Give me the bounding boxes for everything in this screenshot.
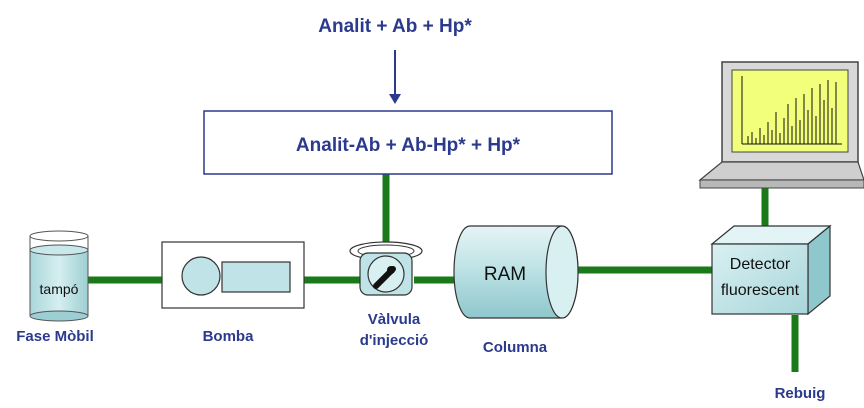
detector-label-line2: fluorescent [721,282,800,299]
chromatogram-plot [741,76,842,145]
mixture-text: Analit-Ab + Ab-Hp* + Hp* [296,135,521,156]
column-label: Columna [483,339,548,356]
pump-icon [181,256,291,296]
reagents-text: Analit + Ab + Hp* [318,16,472,37]
detector-label-line1: Detector [730,256,791,273]
pump-label: Bomba [203,328,254,345]
waste-label: Rebuig [775,385,826,402]
valve-label-line1: Vàlvula [368,311,421,328]
laptop-icon [698,61,864,189]
mixture-box [203,110,613,175]
column-tag: RAM [484,264,526,285]
buffer-label: tampó [40,281,79,297]
down-arrow-icon [389,50,401,104]
ram-column-icon [453,225,579,319]
injection-valve-icon [349,241,423,296]
beaker-icon [29,230,89,322]
detector-box-icon [710,224,832,316]
mobile-phase-label: Fase Mòbil [16,328,94,345]
valve-label-line2: d'injecció [360,332,429,349]
